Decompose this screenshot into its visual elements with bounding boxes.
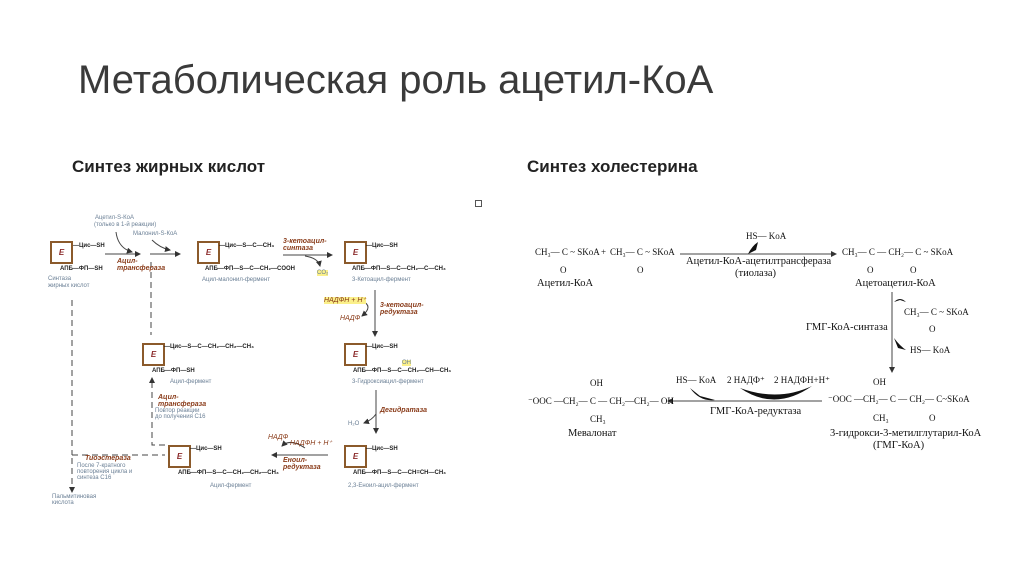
oh-label: OH [402,360,411,366]
dehydratase-label: Дегидратаза [380,407,428,414]
slide-title: Метаболическая роль ацетил-КоА [78,58,714,102]
ch3-label: CH₃ [590,414,606,424]
cys-sh: —Цис—SH [190,446,222,452]
label-line: трансфераза [117,265,166,272]
carbonyl-o: O [867,265,874,275]
cys-sh: —Цис—SH [366,344,398,350]
label-line: трансфераза [158,401,207,408]
acyl-transferase-repeat-label: Ацил-трансфераза [158,394,206,408]
hmg-synthase-label: ГМГ-КоА-синтаза [806,322,888,333]
e3-name: 3-Кетоацил-фермент [352,277,411,283]
e4-top: —Цис—S—C—CH₂—CH₂—CH₃ [164,344,254,350]
ch3-label: CH₃ [873,413,889,423]
enzyme-box: E [344,445,367,468]
carbonyl-o: O [560,265,567,275]
h2o-label: H₂O [348,421,360,427]
e7-bottom: АПБ—ФП—S—C—CH=CH—CH₃ [353,470,446,476]
after-label-2: повторения цикла и [77,469,133,475]
after-label-3: синтеза С16 [77,475,112,481]
mevalonate-formula: ⁻OOC —CH₂— C — CH₂—CH₂— OH [528,396,674,406]
enzyme-box: E [168,445,191,468]
nadp-label: НАДФ [268,434,289,441]
co2-label: CO₂ [317,270,329,276]
acetoacetyl-koa-label: Ацетоацетил-КоА [855,278,936,289]
repeat-label-2: до получения С16 [155,414,206,420]
e5-bottom: АПБ—ФП—S—C—CH₂—CH—CH₃ [353,368,452,374]
acetyl-formula-2: CH₃— C ~ SKoA [610,247,675,257]
carbonyl-o: O [929,413,936,423]
hmg-name-2: (ГМГ-КоА) [873,440,925,451]
after-label: После 7-кратного [77,463,126,469]
hmg-formula: ⁻OOC —CH₂— C — CH₂— C~SKoA [828,394,970,404]
acetyl-formula-3: CH₃— C ~ SKoA [904,307,969,317]
e2-top: —Цис—S—C—CH₃ [219,243,275,249]
e6-bottom: АПБ—ФП—S—C—CH₂—CH₂—CH₃ [178,470,279,476]
label-line: редуктаза [380,309,418,316]
enoyl-reductase-label: Еноил-редуктаза [283,457,321,471]
repeat-label: Повтор реакции [155,408,200,414]
synthase-label-2: жирных кислот [48,283,90,289]
label-line: 3-кетоацил- [380,302,424,309]
label-line: Ацил- [158,394,179,401]
hs-koa-label: HS— KoA [746,231,787,241]
enzyme-box: E [50,241,73,264]
acetyl-s-koa-label: Ацетил-S-КоА [95,215,134,221]
e4-name: Ацил-фермент [170,379,212,385]
carbonyl-o: O [929,324,936,334]
palmitic-label: Пальмитиновая [52,494,97,500]
label-line: Ацил- [117,258,138,265]
cys-sh: —Цис—SH [366,243,398,249]
acetoacetyl-formula: CH₃— C — CH₂— C ~ SKoA [842,247,954,257]
label-line: Еноил- [283,457,308,464]
thiolase-label-2: (тиолаза) [735,268,777,279]
cholesterol-heading: Синтез холестерина [527,157,698,176]
cys-sh: —Цис—SH [73,243,105,249]
enzyme-box: E [344,241,367,264]
nadph-label: НАДФН + Н⁺ [290,440,333,447]
placeholder-square-icon [475,200,482,207]
enzyme-box: E [197,241,220,264]
hs-koa-label: HS— KoA [910,345,951,355]
label-line: синтаза [283,245,313,252]
e4-bottom: АПБ—ФП—SH [152,368,195,374]
palmitic-label-2: кислота [52,500,74,506]
plus-sign: + [601,247,607,257]
carbonyl-o: O [910,265,917,275]
e5-name: 3-Гидроксиацил-фермент [352,379,424,385]
apb-sh: АПБ—ФП—SH [60,266,103,272]
ketoacyl-reductase-label: 3-кетоацил-редуктаза [380,302,424,316]
ketoacyl-synthase-label: 3-кетоацил-синтаза [283,238,327,252]
hmg-reductase-label: ГМГ-КоА-редуктаза [710,406,802,417]
e3-bottom: АПБ—ФП—S—C—CH₂—C—CH₃ [352,266,446,272]
nadph-label: 2 НАДФН+Н⁺ [774,375,830,385]
hmg-name: 3-гидрокси-3-метилглутарил-КоА [830,428,982,439]
hs-koa-label: HS— KoA [676,375,717,385]
oh-label: OH [873,377,886,387]
e6-name: Ацил-фермент [210,483,252,489]
e7-name: 2,3-Еноил-ацил-фермент [348,483,419,489]
e2-bottom: АПБ—ФП—S—C—CH₂—COOH [205,266,295,272]
label-line: 3-кетоацил- [283,238,327,245]
label-line: редуктаза [283,464,321,471]
e2-name: Ацил-малонил-фермент [202,277,270,283]
acyl-transferase-label: Ацил-трансфераза [117,258,165,272]
thioesterase-label: Тиоэстераза [85,455,131,462]
enzyme-box: E [344,343,367,366]
nadph-label: НАДФН + Н⁺ [324,297,367,304]
mevalonate-label: Мевалонат [568,428,617,439]
nadp-label: НАДФ [340,315,361,322]
cys-sh: —Цис—SH [366,446,398,452]
enzyme-box: E [142,343,165,366]
malonyl-label: Малонил-S-КоА [133,231,178,237]
fatty-acid-heading: Синтез жирных кислот [72,157,266,176]
oh-label: OH [590,378,603,388]
carbonyl-o: O [637,265,644,275]
synthase-label: Синтаза [48,276,72,282]
thiolase-label: Ацетил-КоА-ацетилтрансфераза [686,256,832,267]
nadp-label: 2 НАДФ⁺ [727,375,765,385]
acetyl-koa-label: Ацетил-КоА [537,278,594,289]
acetyl-formula: CH₃— C ~ SKoA [535,247,600,257]
only-first-label: (только в 1-й реакции) [94,222,157,228]
